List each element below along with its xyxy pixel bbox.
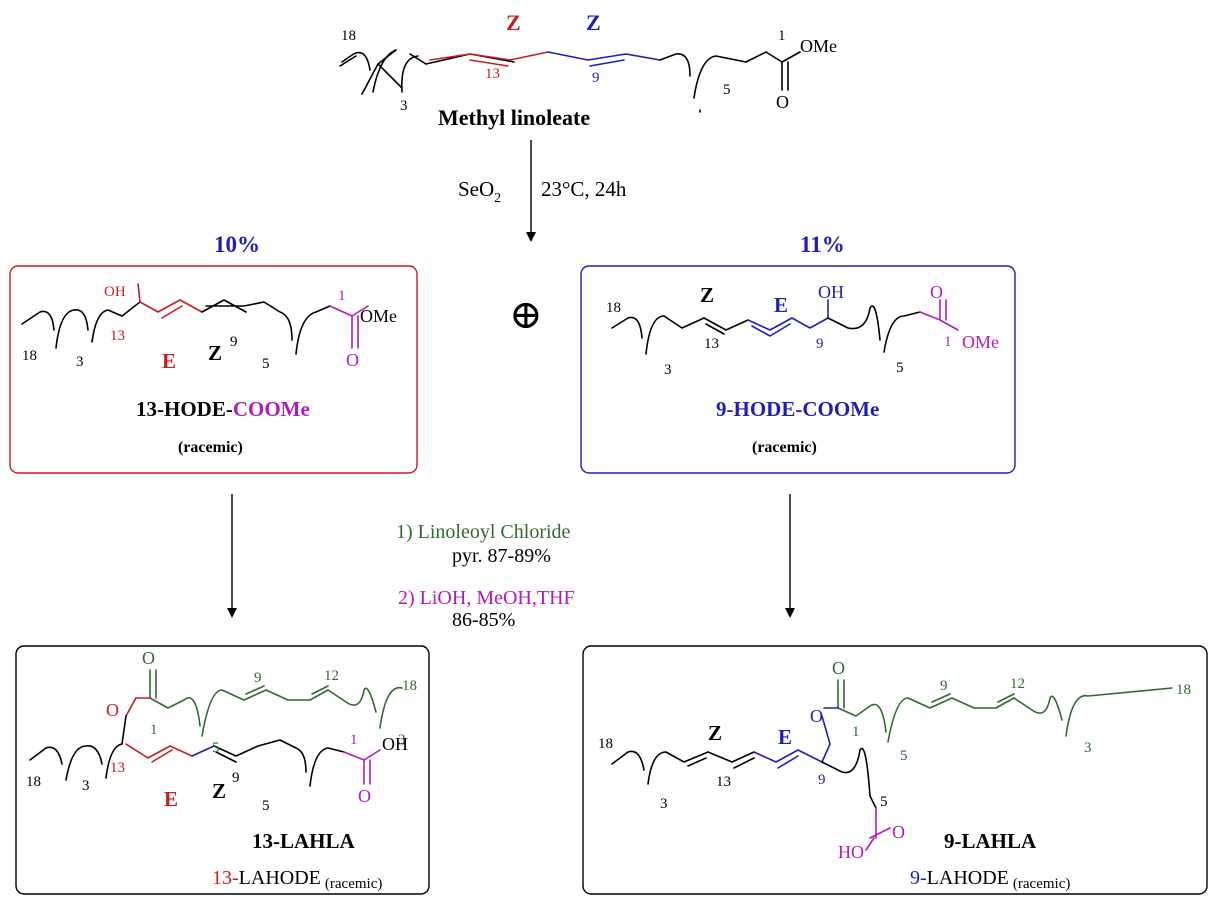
hode9-c9: 9 bbox=[816, 336, 824, 352]
hode9-z: Z bbox=[700, 283, 714, 307]
lahla9-acid-o: O bbox=[892, 822, 905, 842]
hode9-c13: 13 bbox=[704, 336, 719, 352]
hode13-yield: 10% bbox=[214, 232, 260, 257]
step2-line3: 2) LiOH, MeOH,THF bbox=[398, 587, 575, 609]
hode9-c18: 18 bbox=[606, 300, 621, 316]
step2-line4: 86-85% bbox=[452, 609, 515, 631]
step2-arrowhead-right bbox=[785, 608, 795, 618]
lahla13-c13: 13 bbox=[110, 760, 125, 776]
lahla13-e: E bbox=[164, 787, 178, 811]
ml-ome: OMe bbox=[800, 36, 837, 56]
hode13-sub5: 5 bbox=[262, 356, 270, 372]
lahla13-sub5b: 5 bbox=[262, 798, 270, 814]
lahla13-box bbox=[15, 645, 430, 895]
ml-c18: 18 bbox=[341, 28, 356, 44]
hode13-name: 13-HODE-COOMe bbox=[136, 397, 310, 421]
lahla13-c1b: 1 bbox=[350, 732, 358, 748]
hode9-oh: OH bbox=[818, 282, 844, 302]
hode13-ome: OMe bbox=[360, 306, 397, 326]
hode13-c1: 1 bbox=[338, 288, 346, 304]
hode9-c1: 1 bbox=[944, 334, 952, 350]
step2-arrowhead-left bbox=[227, 608, 237, 618]
lahla13-z: Z bbox=[212, 779, 226, 803]
lahla9-ester-o: O bbox=[832, 658, 845, 678]
lahla9-sub5b: 5 bbox=[880, 794, 888, 810]
hode13-oh: OH bbox=[104, 284, 126, 300]
hode13-sub3: 3 bbox=[76, 354, 84, 370]
lahla9-name: 9-LAHLA bbox=[944, 829, 1037, 853]
lahla9-c13: 13 bbox=[716, 774, 731, 790]
hode13-racemic: (racemic) bbox=[178, 439, 243, 456]
lahla9-c12: 12 bbox=[1010, 676, 1025, 692]
hode9-box bbox=[580, 265, 1016, 474]
hode13-structure bbox=[21, 283, 369, 355]
step1-conditions: 23°C, 24h bbox=[541, 177, 627, 201]
hode13-c18: 18 bbox=[22, 348, 37, 364]
lahla13-c18b: 18 bbox=[402, 678, 417, 694]
hode9-structure bbox=[611, 299, 959, 355]
lahla13-c9a: 9 bbox=[254, 670, 262, 686]
hode9-sub3: 3 bbox=[664, 362, 672, 378]
ml-sub5: 5 bbox=[723, 82, 731, 98]
lahla9-c18a: 18 bbox=[598, 736, 613, 752]
lahla13-sub5a: 5 bbox=[212, 740, 220, 756]
lahla9-c9b: 9 bbox=[818, 772, 826, 788]
ml-c9: 9 bbox=[592, 70, 600, 86]
lahla9-c1: 1 bbox=[852, 724, 860, 740]
lahla9-e: E bbox=[778, 725, 792, 749]
lahla13-sub3a: 3 bbox=[82, 778, 90, 794]
step1-reagent: SeO2 bbox=[458, 177, 501, 206]
step2-line1: 1) Linoleoyl Chloride bbox=[396, 521, 571, 543]
ml-c13: 13 bbox=[485, 66, 500, 82]
step1-arrowhead bbox=[526, 232, 536, 242]
hode9-sub5: 5 bbox=[896, 360, 904, 376]
methyl-linoleate-label: Methyl linoleate bbox=[438, 105, 590, 130]
lahla9-sub3a: 3 bbox=[660, 796, 668, 812]
lahla9-sub3b: 3 bbox=[1084, 740, 1092, 756]
lahla13-acid-o: O bbox=[358, 786, 371, 806]
lahla9-c18b: 18 bbox=[1176, 682, 1191, 698]
hode13-c9: 9 bbox=[230, 334, 238, 350]
hode9-e: E bbox=[774, 293, 788, 317]
lahla9-structure bbox=[611, 679, 1173, 851]
hode13-c13: 13 bbox=[110, 328, 125, 344]
lahla9-acid-ho: HO bbox=[838, 842, 864, 862]
lahla13-structure bbox=[29, 669, 403, 787]
lahla13-ether-o: O bbox=[106, 700, 119, 720]
hode13-z: Z bbox=[208, 341, 222, 365]
lahla13-ester-o: O bbox=[142, 648, 155, 668]
plus-sign: ⊕ bbox=[509, 292, 543, 337]
lahla13-acid-oh: OH bbox=[382, 734, 408, 754]
methyl-linoleate-structure bbox=[339, 49, 801, 113]
hode9-yield: 11% bbox=[800, 232, 845, 257]
hode9-racemic: (racemic) bbox=[752, 439, 817, 456]
lahla13-c1a: 1 bbox=[150, 722, 158, 738]
lahla9-c9a: 9 bbox=[940, 678, 948, 694]
ml-z-right: Z bbox=[586, 10, 601, 35]
lahla9-box bbox=[582, 645, 1208, 895]
lahla13-c9b: 9 bbox=[232, 770, 240, 786]
lahla13-c12: 12 bbox=[324, 668, 339, 684]
lahla13-alt-name: 13-LAHODE(racemic) bbox=[212, 867, 382, 892]
lahla13-sub3b: 3 bbox=[398, 732, 406, 748]
lahla9-ether-o: O bbox=[810, 706, 823, 726]
lahla13-c18a: 18 bbox=[26, 774, 41, 790]
lahla9-alt-name: 9-LAHODE(racemic) bbox=[910, 867, 1070, 892]
step2-line2: pyr. 87-89% bbox=[452, 545, 551, 567]
ml-z-left: Z bbox=[506, 10, 521, 35]
hode13-carbonyl-o: O bbox=[346, 350, 359, 370]
ml-sub3: 3 bbox=[400, 98, 408, 114]
hode13-box bbox=[9, 265, 418, 474]
hode13-e: E bbox=[162, 349, 176, 373]
lahla9-z: Z bbox=[708, 721, 722, 745]
lahla13-name: 13-LAHLA bbox=[252, 829, 356, 853]
ml-c1: 1 bbox=[778, 28, 786, 44]
ml-carbonyl-o: O bbox=[776, 92, 789, 112]
lahla9-sub5a: 5 bbox=[900, 748, 908, 764]
hode9-ome: OMe bbox=[962, 332, 999, 352]
hode9-name: 9-HODE-COOMe bbox=[716, 397, 879, 421]
hode9-carbonyl-o: O bbox=[930, 282, 943, 302]
